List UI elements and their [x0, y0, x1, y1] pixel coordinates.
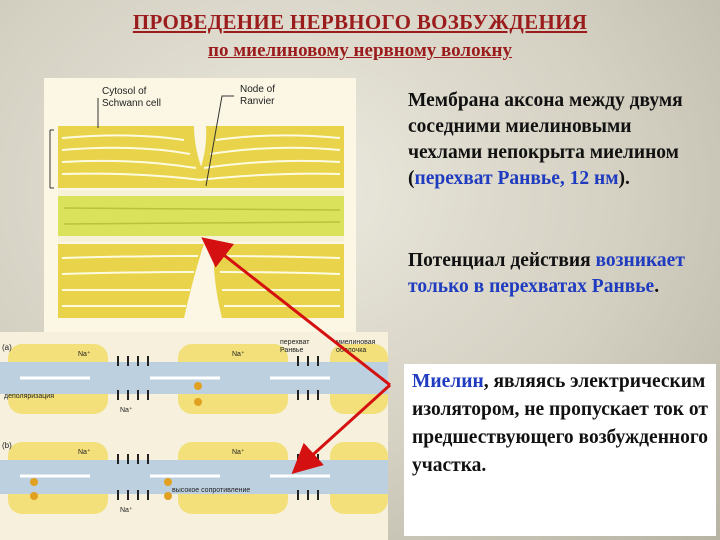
ion-label-a2: Na⁺: [232, 350, 245, 358]
label-node-2: Ranvier: [240, 96, 275, 107]
slide-title: ПРОВЕДЕНИЕ НЕРВНОГО ВОЗБУЖДЕНИЯ: [132, 10, 588, 34]
highlight-myelin: Миелин: [412, 371, 484, 392]
paragraph-myelin: Миелин, являясь электрическим изолятором…: [412, 371, 709, 476]
highlight-node-size: перехват Ранвье, 12 нм: [414, 168, 619, 189]
ion-label-b2: Na⁺: [232, 448, 245, 456]
arrow-to-conduction: [291, 383, 392, 475]
ion-label-a3: Na⁺: [120, 406, 133, 414]
label-sheath-ru-2: оболочка: [336, 346, 366, 354]
label-node-ru-1: перехват: [280, 339, 310, 346]
ion-label-a1: Na⁺: [78, 350, 91, 358]
highlight-nodes-only: возникает только в перехватах Ранвье: [408, 250, 685, 297]
paragraph-action-potential: Потенциал действия возникает только в пе…: [408, 250, 685, 297]
label-node-1: Node of: [240, 84, 275, 95]
label-sheath-ru-1: миелиновая: [336, 339, 376, 346]
label-resistance: высокое сопротивление: [172, 487, 250, 494]
node-of-ranvier-diagram: Cytosol of Schwann cell Node of Ranvier: [44, 78, 356, 332]
label-depolarization: деполяризация: [4, 393, 54, 400]
myelin-text-box: [404, 364, 716, 536]
ion-label-b3: Na⁺: [120, 506, 133, 514]
slide-subtitle: по миелиновому нервному волокну: [208, 40, 512, 61]
saltatory-conduction-diagram: (a) деполяризация перехват Ранвье миелин…: [0, 332, 388, 540]
label-node-ru-2: Ранвье: [280, 347, 304, 354]
label-cytosol-2: Schwann cell: [102, 98, 161, 109]
panel-b-label: (b): [2, 441, 12, 450]
paragraph-membrane: Мембрана аксона между двумя соседними ми…: [408, 90, 683, 189]
label-cytosol-1: Cytosol of: [102, 86, 147, 97]
panel-a-label: (a): [2, 343, 12, 352]
arrow-to-node: [201, 237, 391, 387]
ion-label-b1: Na⁺: [78, 448, 91, 456]
